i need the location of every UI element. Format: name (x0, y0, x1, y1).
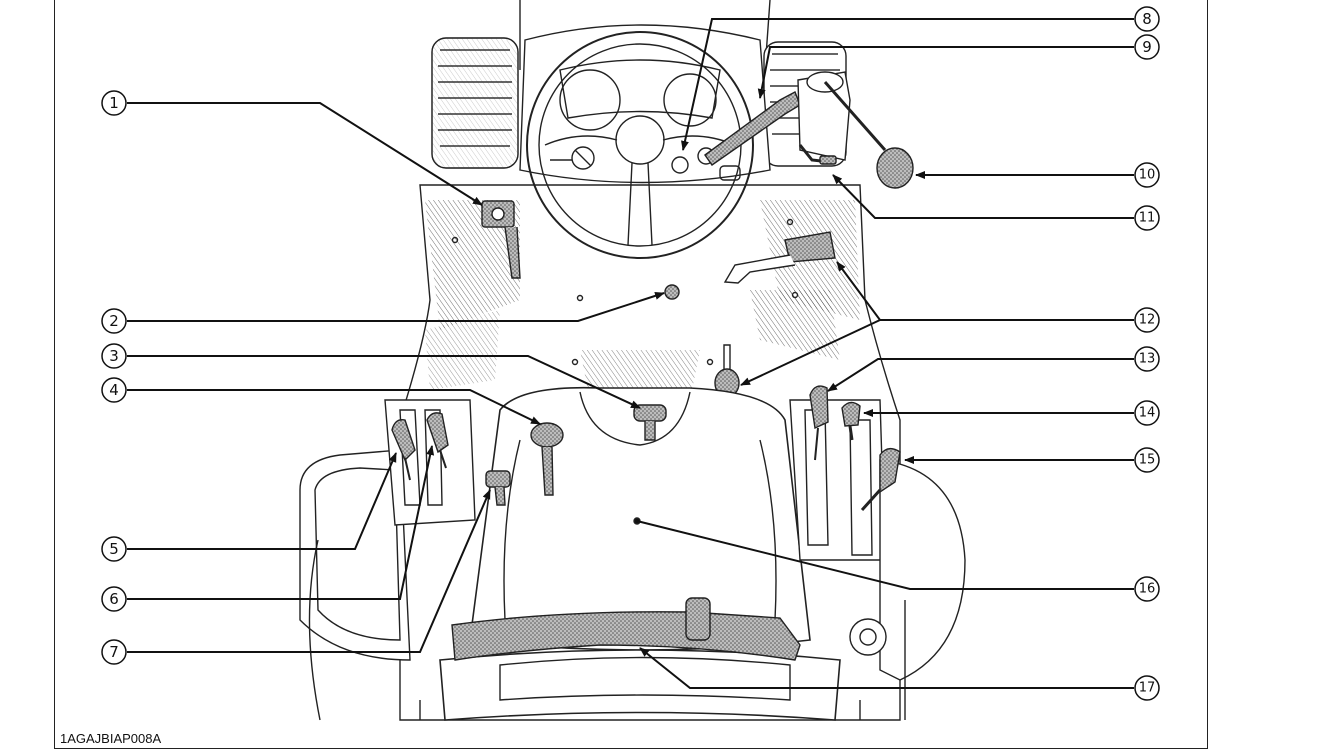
svg-text:8: 8 (1142, 10, 1152, 28)
knob-2 (664, 284, 680, 300)
svg-text:3: 3 (109, 347, 119, 365)
seat-knob-3 (633, 404, 667, 441)
lever-5 (391, 419, 416, 481)
fuel-gauge (663, 73, 717, 127)
svg-text:15: 15 (1139, 453, 1156, 468)
callout-1: 1 (101, 90, 127, 116)
svg-text:14: 14 (1139, 406, 1156, 421)
svg-text:12: 12 (1139, 313, 1156, 328)
brake-pedal-left (481, 200, 521, 279)
fuel-cap (849, 618, 887, 656)
callout-10: 10 (1134, 162, 1160, 188)
svg-text:10: 10 (1139, 168, 1156, 183)
callout-9: 9 (1134, 34, 1160, 60)
callout-5: 5 (101, 536, 127, 562)
svg-text:9: 9 (1142, 38, 1152, 56)
svg-text:4: 4 (109, 381, 119, 399)
leader-lines (127, 18, 1134, 689)
tachometer-gauge (559, 69, 621, 131)
tractor-illustration (299, 0, 966, 721)
callout-16: 16 (1134, 576, 1160, 602)
range-gear-lever-10 (797, 71, 914, 189)
callout-6: 6 (101, 586, 127, 612)
callout-17: 17 (1134, 675, 1160, 701)
seat-belt (451, 597, 801, 661)
svg-text:13: 13 (1139, 352, 1156, 367)
callout-11: 11 (1134, 205, 1160, 231)
callout-7: 7 (101, 639, 127, 665)
callout-12: 12 (1134, 307, 1160, 333)
lever-15 (860, 447, 901, 512)
callout-3: 3 (101, 343, 127, 369)
lever-6 (426, 412, 449, 469)
key-switch (550, 146, 595, 170)
callout-8: 8 (1134, 6, 1160, 32)
operator-seat (439, 386, 841, 721)
svg-text:11: 11 (1139, 211, 1156, 226)
dashboard (519, 24, 771, 184)
lever-14 (841, 401, 861, 441)
figure-code: 1AGAJBIAP008A (60, 731, 162, 746)
seat-knob-4 (530, 422, 564, 496)
callout-15: 15 (1134, 447, 1160, 473)
callout-14: 14 (1134, 400, 1160, 426)
svg-text:6: 6 (109, 590, 119, 608)
callout-2: 2 (101, 308, 127, 334)
svg-text:7: 7 (109, 643, 119, 661)
svg-text:2: 2 (109, 312, 119, 330)
svg-text:1: 1 (109, 94, 119, 112)
callout-13: 13 (1134, 346, 1160, 372)
pedal-right (723, 231, 836, 284)
callout-markers: 1 2 3 4 5 6 7 8 9 10 11 12 13 14 15 16 1… (101, 6, 1160, 701)
hazard-switch (671, 156, 689, 174)
right-fender (789, 399, 966, 681)
svg-text:16: 16 (1139, 582, 1156, 597)
svg-text:17: 17 (1139, 681, 1156, 696)
figure-frame (54, 0, 1208, 749)
front-left-tire (431, 37, 519, 169)
seat-knob-7 (485, 470, 511, 506)
callout-4: 4 (101, 377, 127, 403)
lever-13 (809, 385, 829, 461)
svg-text:5: 5 (109, 540, 119, 558)
